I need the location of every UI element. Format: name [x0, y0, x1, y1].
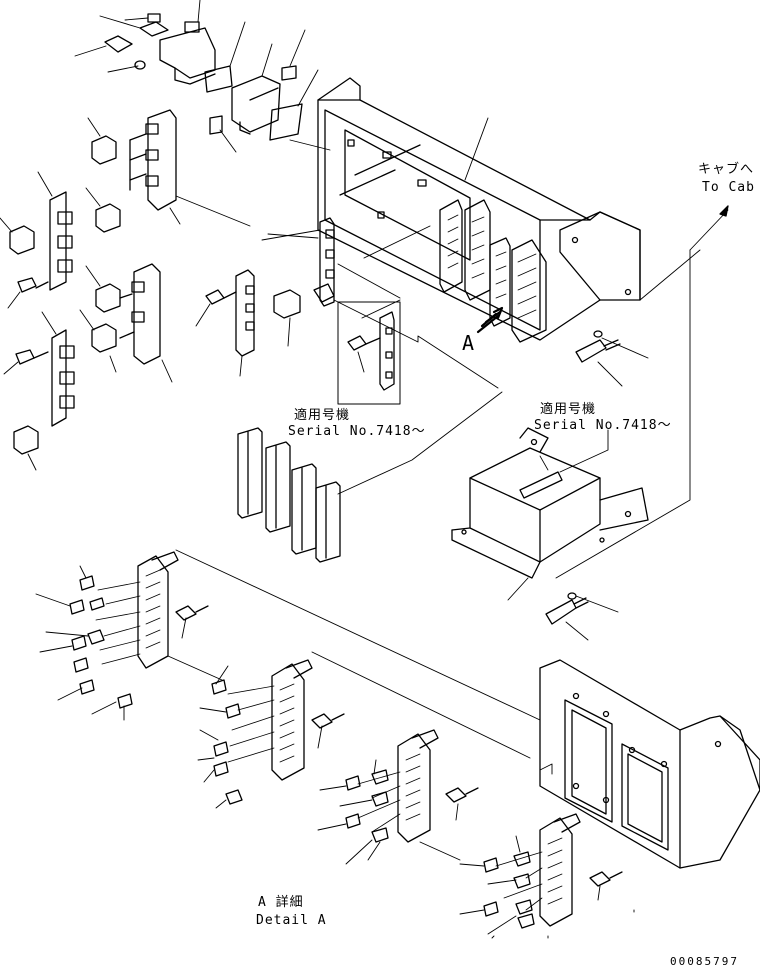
- to-cab-label-en: To Cab: [702, 180, 755, 195]
- relay-holder-left-2: [13, 263, 161, 455]
- relay-holder-middle: [205, 217, 335, 357]
- leader-lines-detail-2: [197, 651, 531, 809]
- to-cab-arrow: [689, 205, 729, 251]
- bolt-right-bottom: [545, 592, 619, 641]
- main-panel-frame: [317, 77, 641, 341]
- relay-holder-left-1: [9, 109, 177, 293]
- leader-lines-panel: [464, 117, 701, 301]
- serial-label-2-jp: 適用号機: [540, 402, 597, 417]
- detail-panel-frame: [539, 659, 760, 869]
- leader-lines-detail-3: [317, 759, 461, 865]
- serial-box-1: [337, 301, 401, 405]
- leader-lines-detail-4: [459, 835, 635, 939]
- bolt-right-top: [575, 330, 649, 387]
- leader-lines-detail-1: [35, 549, 541, 721]
- view-a-label: A: [462, 331, 476, 355]
- leader-lines-middle: [195, 225, 499, 389]
- detail-connector-4: [483, 813, 623, 929]
- serial-label-2-en: Serial No.7418～: [534, 418, 672, 433]
- to-cab-label-jp: キャブへ: [698, 162, 755, 177]
- detail-a-label-en: Detail A: [256, 913, 327, 928]
- detail-connector-3: [345, 729, 479, 843]
- view-arrow-a: [476, 306, 504, 334]
- cover-bracket-right: [451, 249, 691, 601]
- panel-connectors: [439, 199, 547, 343]
- drawing-number: 00085797: [670, 955, 739, 968]
- leader-lines-left-1: [0, 117, 251, 309]
- detail-connector-2: [211, 659, 345, 805]
- relay-bracket-top: [104, 13, 303, 141]
- detail-connector-1: [69, 551, 209, 709]
- leader-lines-left-2: [3, 265, 173, 471]
- detail-a-label-jp: A 詳細: [258, 895, 304, 910]
- serial-label-1-jp: 適用号機: [294, 408, 351, 423]
- connector-covers: [237, 391, 503, 563]
- serial-label-1-en: Serial No.7418～: [288, 424, 426, 439]
- leader-lines-top: [74, 0, 331, 153]
